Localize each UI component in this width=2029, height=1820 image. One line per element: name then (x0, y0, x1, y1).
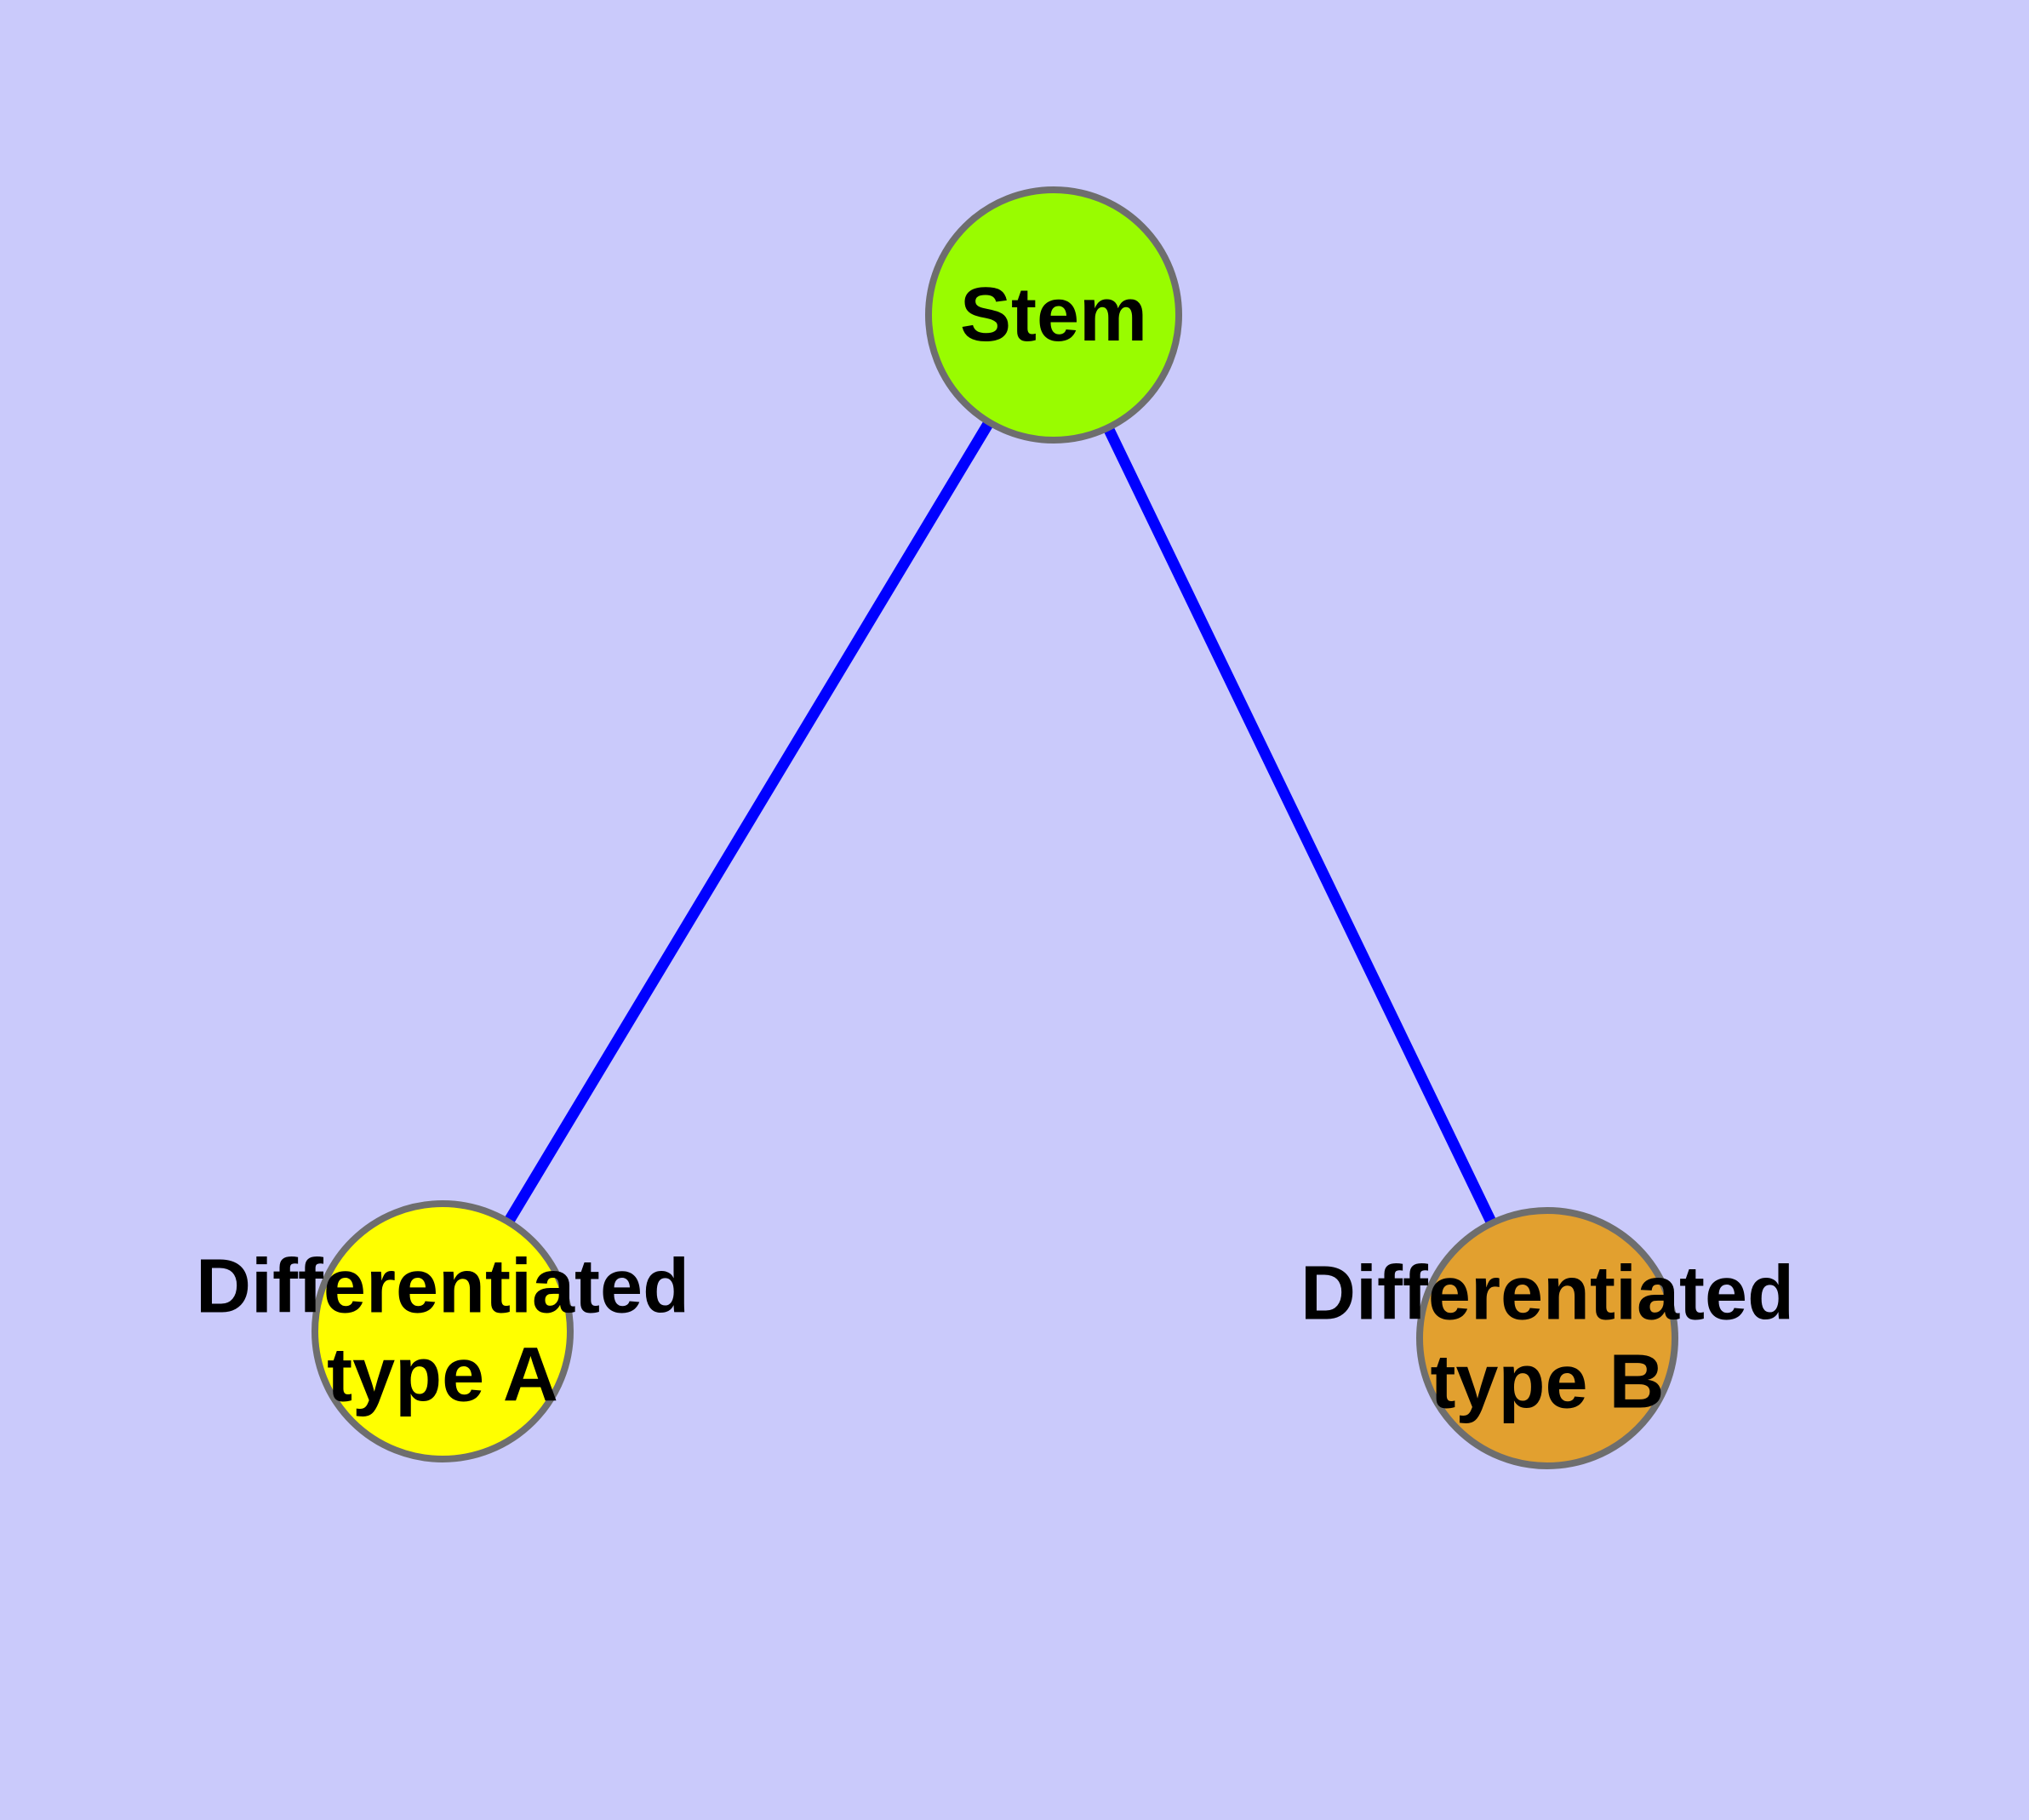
node-differentiated-type-b-circle (1416, 1207, 1678, 1469)
node-differentiated-type-b-label: Differentiated type B (1300, 1251, 1795, 1425)
node-differentiated-type-a-label: Differentiated type A (195, 1244, 690, 1418)
node-differentiated-type-a-circle (311, 1200, 574, 1462)
edge-stem-to-type-a (437, 312, 1059, 1335)
edges-layer (437, 312, 1552, 1341)
nodes-layer (311, 186, 1678, 1469)
node-stem-circle (925, 186, 1182, 444)
node-stem-label: Stem (959, 272, 1148, 358)
edge-stem-to-type-b (1049, 312, 1552, 1341)
